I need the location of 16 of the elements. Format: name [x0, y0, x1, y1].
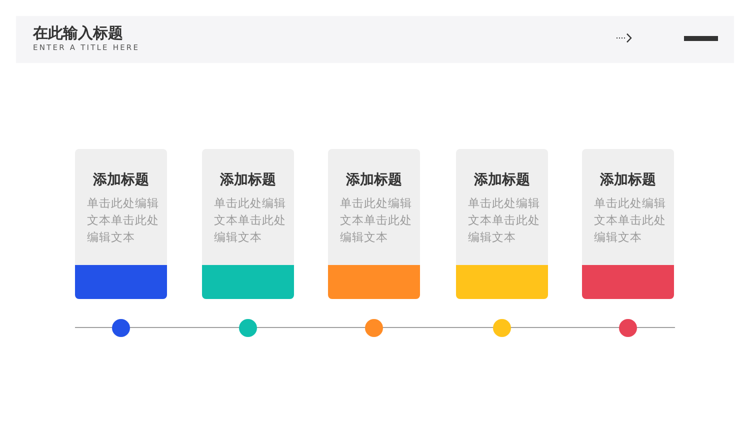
timeline-card	[456, 149, 548, 299]
card-heading: 添加标题	[473, 171, 531, 189]
card-text: 单击此处编辑文本单击此处编辑文本	[340, 195, 413, 246]
timeline-card	[202, 149, 294, 299]
card-text: 单击此处编辑文本单击此处编辑文本	[87, 195, 160, 246]
card-text: 单击此处编辑文本单击此处编辑文本	[594, 195, 667, 246]
card-text: 单击此处编辑文本单击此处编辑文本	[214, 195, 287, 246]
timeline-card	[582, 149, 674, 299]
card-heading: 添加标题	[345, 171, 403, 189]
card-heading: 添加标题	[219, 171, 277, 189]
timeline-card	[328, 149, 420, 299]
slide-title: 在此输入标题	[33, 24, 123, 42]
card-heading: 添加标题	[92, 171, 150, 189]
card-heading: 添加标题	[599, 171, 657, 189]
card-text: 单击此处编辑文本单击此处编辑文本	[468, 195, 541, 246]
timeline-card	[75, 149, 167, 299]
